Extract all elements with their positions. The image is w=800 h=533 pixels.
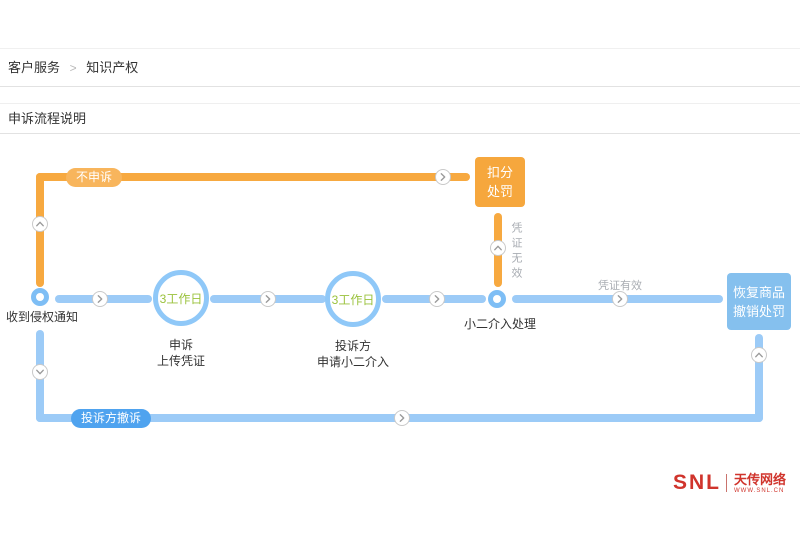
restore-box-line2: 撤销处罚: [732, 303, 785, 319]
penalty-box: 扣分 处罚: [475, 157, 525, 207]
arrow-right-icon: [429, 291, 445, 307]
invalid-voucher-label: 凭证无效: [510, 222, 522, 282]
start-label: 收到侵权通知: [5, 310, 78, 324]
restore-box-line1: 恢复商品: [732, 284, 785, 300]
xiaoer-node: [488, 290, 506, 308]
penalty-box-line2: 处罚: [486, 184, 513, 199]
start-node: [31, 288, 49, 306]
orange-line-top: [36, 173, 470, 181]
step1-label: 申诉 上传凭证: [131, 337, 231, 369]
no-appeal-pill: 不申诉: [66, 168, 123, 187]
valid-voucher-label: 凭证有效: [598, 280, 642, 292]
step2-label: 投诉方 申请小二介入: [303, 338, 403, 370]
arrow-right-icon: [612, 291, 628, 307]
arrow-down-icon: [32, 364, 48, 380]
arrow-up-icon: [32, 216, 48, 232]
step1-circle: 3工作日: [153, 270, 209, 326]
step2-circle: 3工作日: [325, 271, 381, 327]
arrow-up-icon: [490, 240, 506, 256]
step2-label-line2: 申请小二介入: [316, 355, 389, 369]
penalty-box-line1: 扣分: [486, 165, 513, 180]
arrow-right-icon: [260, 291, 276, 307]
arrow-right-icon: [92, 291, 108, 307]
divider: [0, 48, 800, 49]
divider: [0, 133, 800, 134]
step2-label-line1: 投诉方: [334, 339, 371, 353]
arrow-right-icon: [394, 410, 410, 426]
divider: [0, 103, 800, 104]
logo-divider: [726, 474, 727, 492]
divider: [0, 86, 800, 87]
logo-company-name: 天传网络: [734, 471, 787, 487]
logo: SNL 天传网络 WWW.SNL.CN: [673, 471, 786, 495]
step1-label-line1: 申诉: [168, 338, 193, 352]
arrow-right-icon: [435, 169, 451, 185]
blue-line-right: [755, 334, 763, 422]
logo-brand-text: SNL: [673, 471, 721, 494]
step1-label-line2: 上传凭证: [156, 354, 205, 368]
breadcrumb-customer-service[interactable]: 客户服务: [8, 60, 61, 75]
withdraw-pill: 投诉方撤诉: [71, 409, 152, 428]
logo-url: WWW.SNL.CN: [734, 487, 785, 494]
breadcrumb: 客户服务 > 知识产权: [8, 57, 138, 76]
page-title: 申诉流程说明: [8, 111, 87, 126]
arrow-up-icon: [751, 347, 767, 363]
restore-box: 恢复商品 撤销处罚: [727, 273, 791, 330]
breadcrumb-intellectual-property[interactable]: 知识产权: [86, 60, 139, 75]
breadcrumb-separator: >: [69, 61, 77, 75]
xiaoer-label: 小二介入处理: [463, 317, 536, 331]
